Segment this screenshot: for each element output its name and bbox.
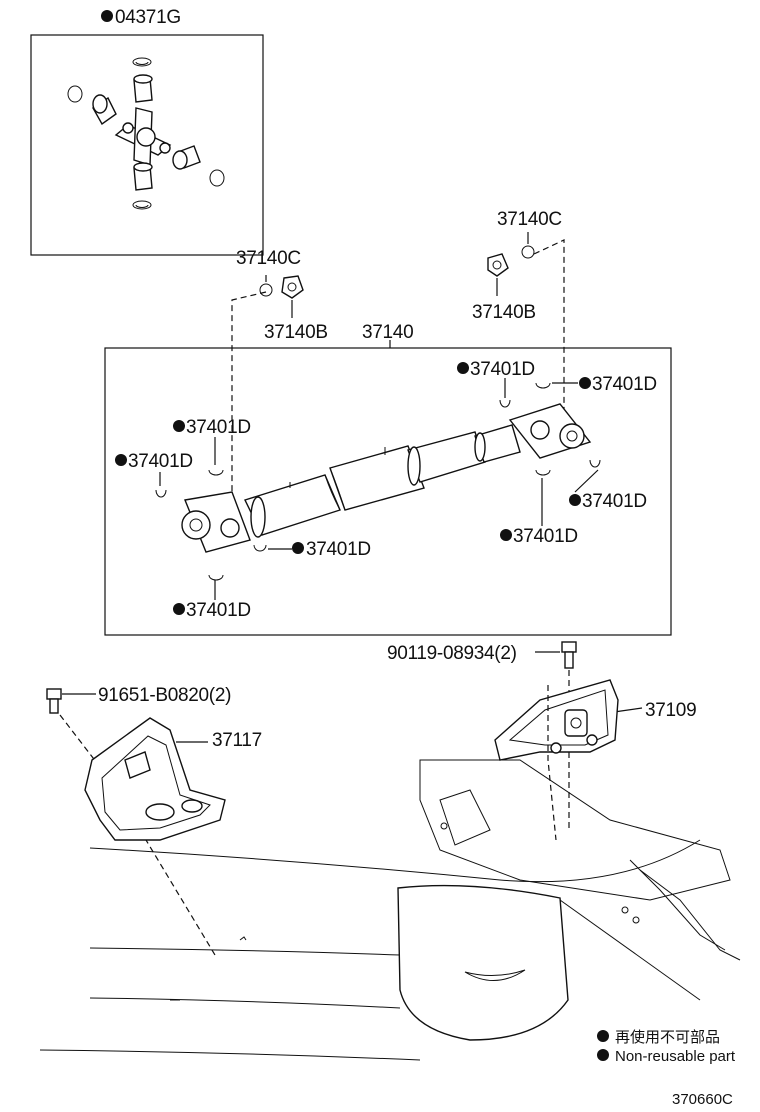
part-label-37401d-d[interactable]: 37401D (186, 600, 251, 621)
part-label-37401d-c[interactable]: 37401D (306, 539, 371, 560)
part-label-37401d-a[interactable]: 37401D (186, 417, 251, 438)
bracket-37117-icon (84, 717, 226, 841)
nut-left-icon (281, 275, 304, 299)
non-reusable-marker-icon (115, 454, 127, 466)
non-reusable-marker-icon (500, 529, 512, 541)
universal-joint-kit-group: 04371G (30, 7, 264, 256)
part-label-37140b-right[interactable]: 37140B (472, 302, 536, 323)
bearing-cup-icon (92, 74, 201, 191)
non-reusable-marker-icon (579, 377, 591, 389)
non-reusable-marker-icon (173, 420, 185, 432)
part-label-37401d-b[interactable]: 37401D (128, 451, 193, 472)
legend: 再使用不可部品 Non-reusable part (597, 1029, 736, 1065)
part-label-37140b-left[interactable]: 37140B (264, 322, 328, 343)
propeller-shaft-box (104, 347, 672, 636)
yoke-washer-left-icon (259, 283, 273, 297)
legend-text-english: Non-reusable part (615, 1048, 736, 1065)
part-label-91651-b0820[interactable]: 91651-B0820(2) (98, 685, 231, 706)
universal-joint-spider-icon (114, 107, 172, 166)
non-reusable-marker-icon (101, 10, 113, 22)
bolt-left-icon (46, 688, 62, 714)
non-reusable-marker-icon (597, 1030, 609, 1042)
part-label-37140c-right[interactable]: 37140C (497, 209, 562, 230)
propeller-shaft-icon (181, 403, 592, 553)
vehicle-frame-icon (39, 759, 741, 1061)
non-reusable-marker-icon (457, 362, 469, 374)
non-reusable-marker-icon (292, 542, 304, 554)
part-label-37401d-f[interactable]: 37401D (592, 374, 657, 395)
nut-right-icon (487, 253, 509, 277)
part-label-37117[interactable]: 37117 (212, 730, 262, 751)
part-label-37401d-h[interactable]: 37401D (513, 526, 578, 547)
diagram-code: 370660C (672, 1091, 733, 1108)
part-label-37109[interactable]: 37109 (645, 700, 697, 721)
bracket-37109-icon (494, 679, 619, 761)
snap-ring-icon (67, 57, 225, 210)
part-label-37140[interactable]: 37140 (362, 322, 414, 343)
part-label-90119-08934[interactable]: 90119-08934(2) (387, 643, 517, 664)
non-reusable-marker-icon (173, 603, 185, 615)
legend-text-japanese: 再使用不可部品 (615, 1029, 720, 1046)
yoke-washer-right-icon (521, 245, 535, 259)
non-reusable-marker-icon (569, 494, 581, 506)
part-label-37140c-left[interactable]: 37140C (236, 248, 301, 269)
part-label-37401d-e[interactable]: 37401D (470, 359, 535, 380)
clip-icons (155, 382, 601, 581)
non-reusable-marker-icon (597, 1049, 609, 1061)
kit-box (30, 34, 264, 256)
bolt-right-icon (561, 641, 577, 669)
part-label-04371g[interactable]: 04371G (115, 7, 181, 28)
part-label-37401d-g[interactable]: 37401D (582, 491, 647, 512)
